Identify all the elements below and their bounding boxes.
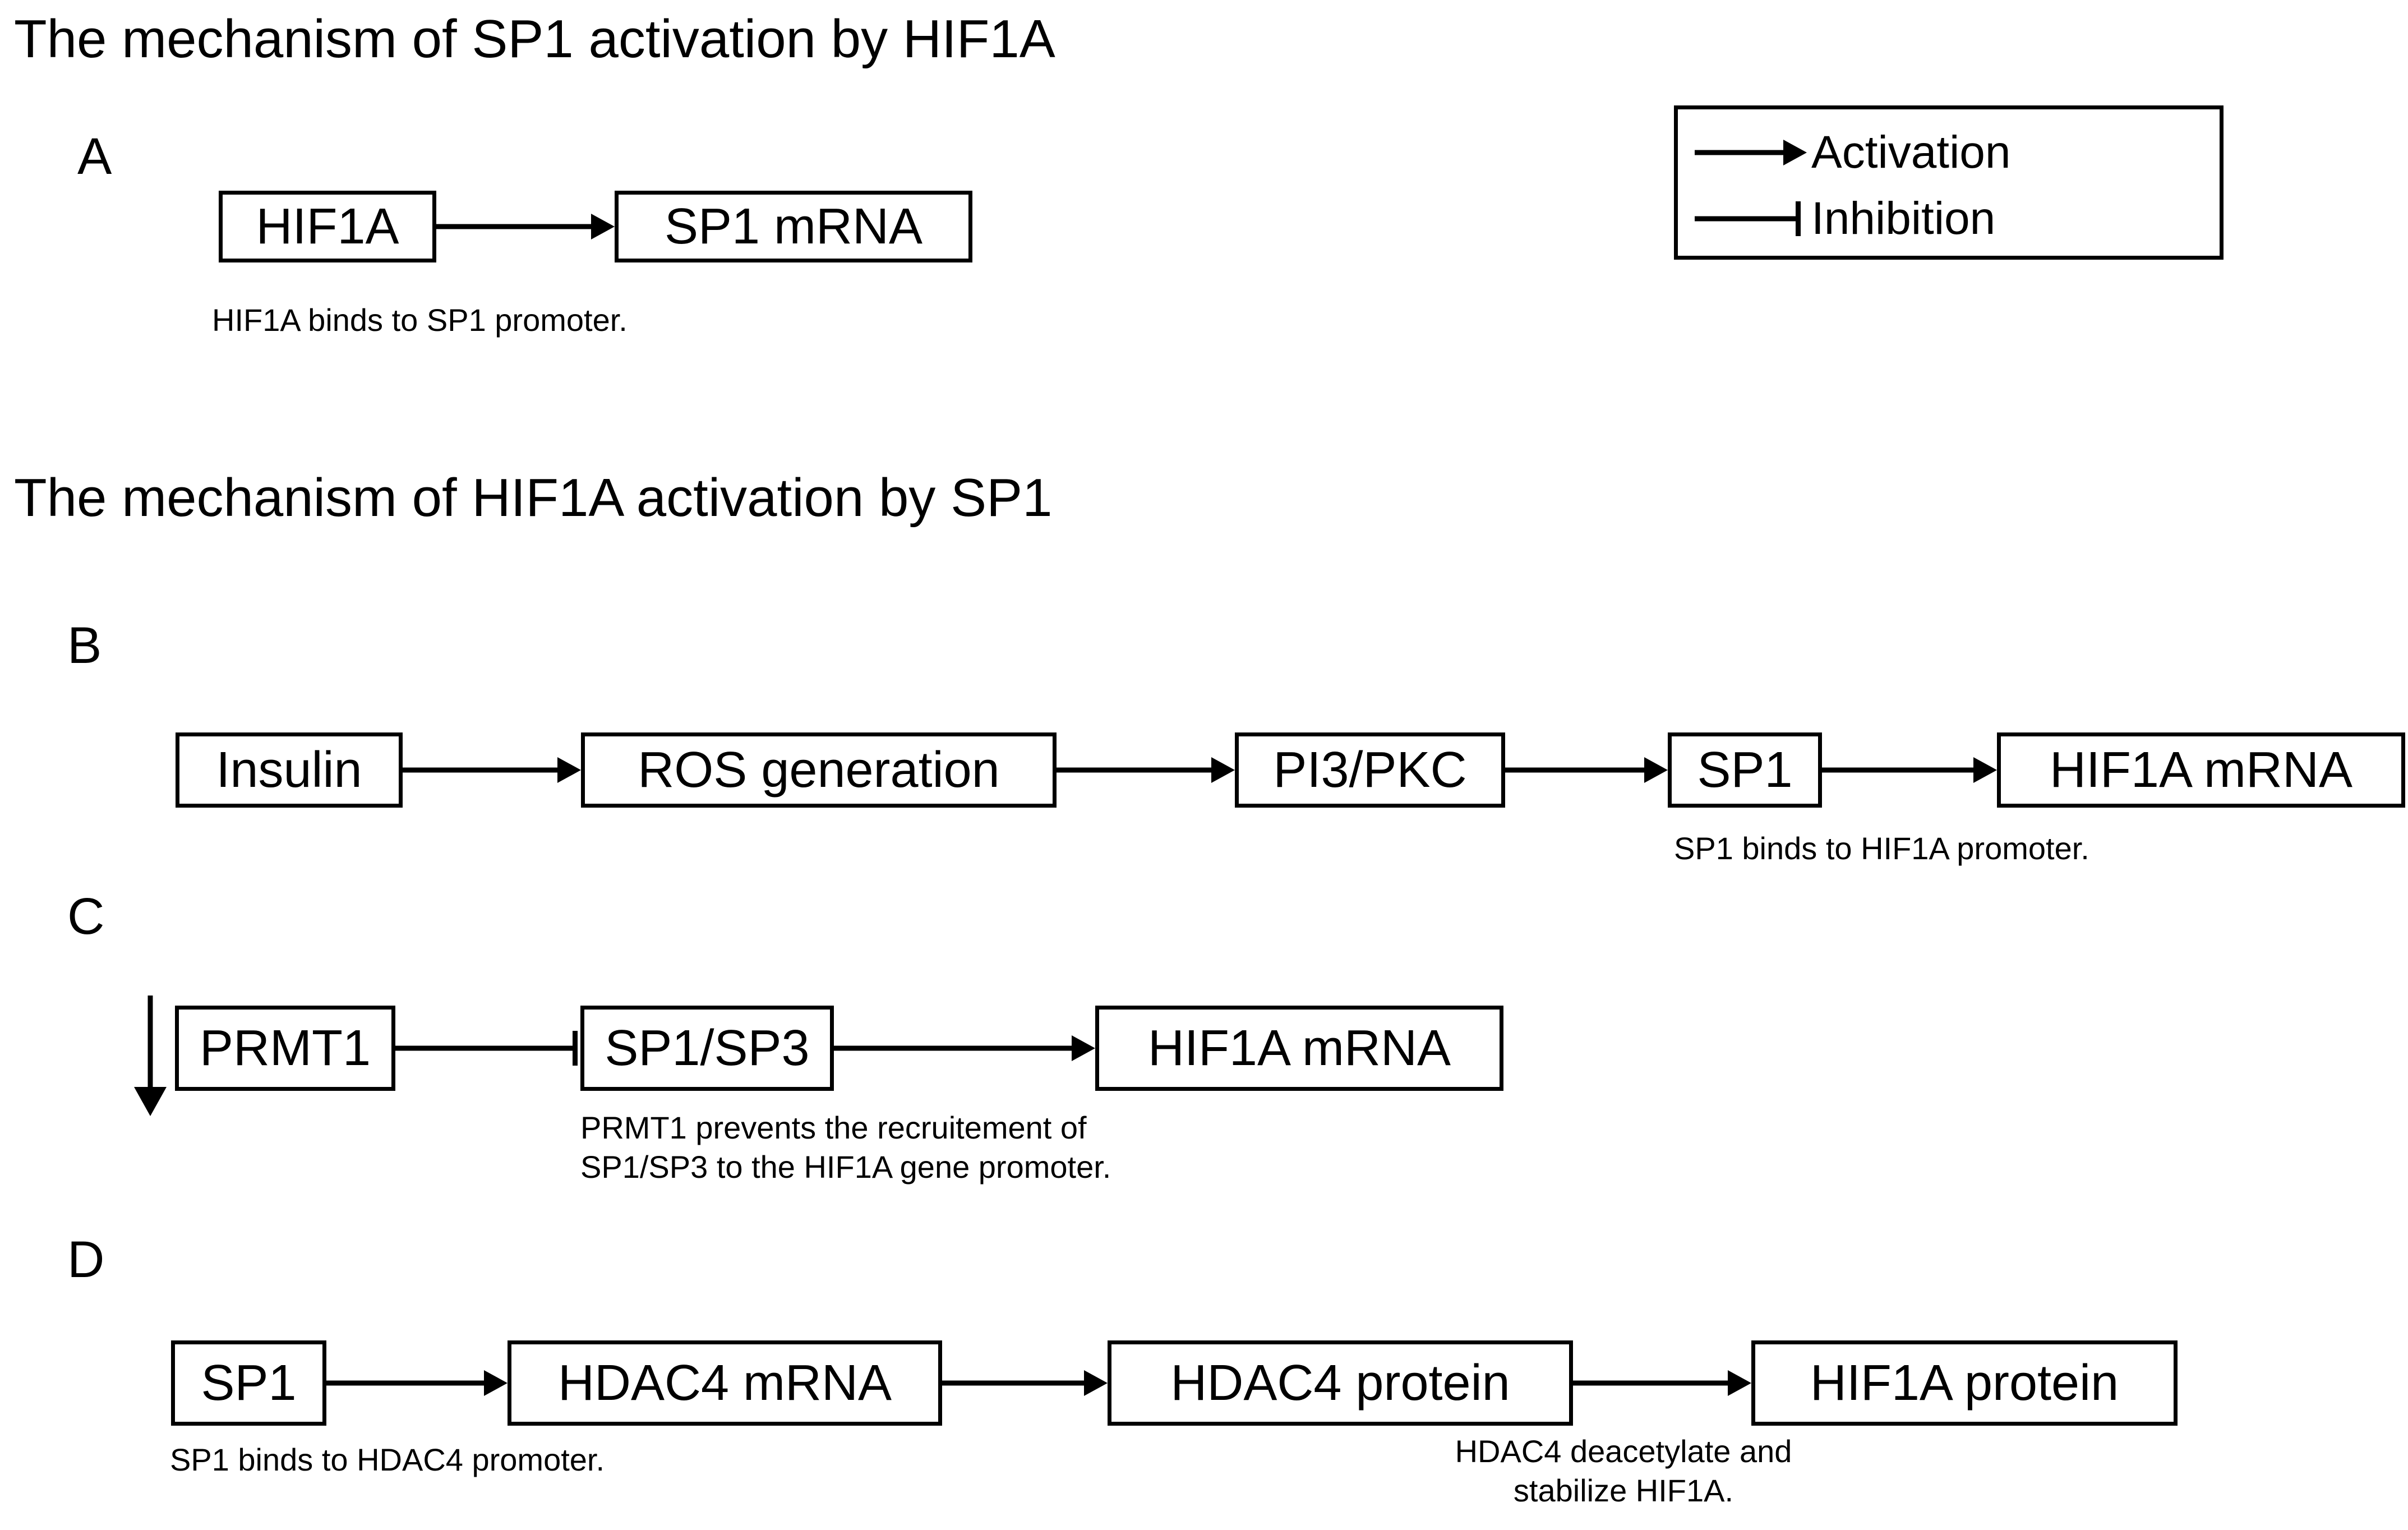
panel-letter-d: D [67, 1231, 105, 1288]
node-hdac4-protein: HDAC4 protein [1108, 1340, 1573, 1426]
legend-box: Activation Inhibition [1674, 105, 2224, 260]
node-hif1a: HIF1A [219, 191, 436, 262]
panel-letter-a: A [77, 128, 112, 185]
legend-label-inhibition: Inhibition [1811, 193, 1996, 244]
node-hif1a-mrna-b: HIF1A mRNA [1997, 732, 2405, 808]
node-prmt1: PRMT1 [175, 1006, 395, 1091]
node-sp1-d: SP1 [171, 1340, 326, 1426]
section-title-sp1-activation: The mechanism of SP1 activation by HIF1A [14, 9, 1055, 69]
node-pi3-pkc: PI3/PKC [1235, 732, 1505, 808]
node-sp1-sp3: SP1/SP3 [580, 1006, 834, 1091]
node-sp1-mrna: SP1 mRNA [615, 191, 972, 262]
panel-letter-c: C [67, 888, 105, 945]
node-insulin: Insulin [176, 732, 403, 808]
legend-item-inhibition: Inhibition [1695, 188, 2211, 250]
caption-d-hdac4-line2: stabilize HIF1A. [1513, 1473, 1734, 1508]
legend-item-activation: Activation [1695, 122, 2211, 183]
node-hif1a-protein: HIF1A protein [1751, 1340, 2178, 1426]
section-title-hif1a-activation: The mechanism of HIF1A activation by SP1 [14, 468, 1053, 528]
node-ros-generation: ROS generation [581, 732, 1057, 808]
legend-label-activation: Activation [1811, 127, 2011, 178]
node-hif1a-mrna-c: HIF1A mRNA [1095, 1006, 1503, 1091]
caption-c-line1: PRMT1 prevents the recruitement of [580, 1110, 1087, 1145]
caption-d-sp1-binds: SP1 binds to HDAC4 promoter. [170, 1442, 605, 1477]
caption-c-line2: SP1/SP3 to the HIF1A gene promoter. [580, 1149, 1111, 1185]
caption-b-sp1-binds: SP1 binds to HIF1A promoter. [1674, 831, 2089, 866]
panel-letter-b: B [67, 617, 102, 674]
node-sp1-b: SP1 [1668, 732, 1822, 808]
downregulation-arrow-icon [133, 996, 167, 1116]
caption-a-hif1a-binds: HIF1A binds to SP1 promoter. [212, 302, 628, 338]
caption-d-hdac4-line1: HDAC4 deacetylate and [1455, 1434, 1792, 1469]
activation-arrow-icon [1695, 133, 1807, 172]
inhibition-bar-icon [1695, 199, 1807, 238]
node-hdac4-mrna: HDAC4 mRNA [508, 1340, 942, 1426]
